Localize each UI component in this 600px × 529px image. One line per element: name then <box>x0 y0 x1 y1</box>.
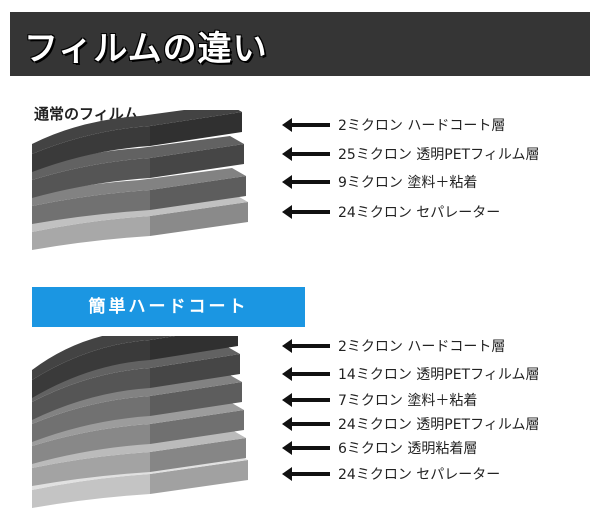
arrow-left-icon <box>282 367 330 381</box>
layer-label-text: 14ミクロン 透明PETフィルム層 <box>338 367 540 383</box>
section2-layer-diagram <box>32 336 248 508</box>
film-layer-front <box>32 474 150 508</box>
layer-label: 24ミクロン セパレーター <box>282 203 500 221</box>
film-layer-front <box>32 424 150 464</box>
film-layer-side <box>150 354 240 388</box>
film-layer <box>32 346 240 420</box>
layer-label: 7ミクロン 塗料＋粘着 <box>282 391 477 409</box>
film-layer-top <box>32 430 246 468</box>
layer-label: 24ミクロン セパレーター <box>282 465 500 483</box>
film-layer-side <box>150 336 238 360</box>
film-layer <box>32 168 246 224</box>
film-layer-front <box>32 368 150 420</box>
arrow-left-icon <box>282 467 330 481</box>
film-layer-side <box>150 202 248 236</box>
layer-label-text: 2ミクロン ハードコート層 <box>338 118 506 134</box>
film-layer-top <box>32 110 242 154</box>
arrow-left-icon <box>282 118 330 132</box>
layer-label-text: 6ミクロン 透明粘着層 <box>338 441 478 457</box>
film-layer <box>32 374 242 442</box>
layer-label-text: 9ミクロン 塗料＋粘着 <box>338 175 478 191</box>
film-layer-side <box>150 176 246 210</box>
film-layer-top <box>32 168 246 206</box>
arrow-left-icon <box>282 175 330 189</box>
layer-label: 2ミクロン ハードコート層 <box>282 337 505 355</box>
layer-label: 25ミクロン 透明PETフィルム層 <box>282 145 540 163</box>
film-layer-front <box>32 216 150 250</box>
film-layer-top <box>32 336 176 380</box>
arrow-left-icon <box>282 417 330 431</box>
film-layer-side <box>150 144 244 178</box>
film-layer-front <box>32 396 150 442</box>
film-layer-side <box>150 112 242 146</box>
arrow-left-icon <box>282 393 330 407</box>
film-layer <box>32 402 244 464</box>
film-layer-front <box>32 158 150 198</box>
section1-layer-diagram <box>32 110 248 250</box>
film-layer-top <box>32 402 244 446</box>
film-layer-front <box>32 126 150 172</box>
page-title: フィルムの違い <box>24 29 268 69</box>
layer-label: 24ミクロン 透明PETフィルム層 <box>282 415 540 433</box>
film-layer <box>32 136 244 198</box>
layer-label-text: 24ミクロン セパレーター <box>338 205 501 221</box>
layer-label-text: 2ミクロン ハードコート層 <box>338 339 506 355</box>
film-layer-side <box>150 410 244 444</box>
layer-label: 6ミクロン 透明粘着層 <box>282 439 477 457</box>
film-layer-side <box>150 382 242 416</box>
arrow-left-icon <box>282 441 330 455</box>
layer-label: 9ミクロン 塗料＋粘着 <box>282 173 477 191</box>
arrow-left-icon <box>282 205 330 219</box>
film-layer <box>32 110 242 172</box>
film-layer-top <box>32 346 240 402</box>
film-layer <box>32 336 238 398</box>
film-layer-front <box>32 452 150 486</box>
section1-title: 通常のフィルム <box>34 105 139 123</box>
film-layer-top <box>32 374 242 424</box>
layer-label-text: 24ミクロン セパレーター <box>338 467 501 483</box>
section2-title: 簡単ハードコート <box>32 287 305 327</box>
arrow-left-icon <box>282 339 330 353</box>
layer-label: 14ミクロン 透明PETフィルム層 <box>282 365 540 383</box>
film-layer <box>32 430 246 486</box>
layer-label-text: 25ミクロン 透明PETフィルム層 <box>338 147 540 163</box>
film-layer-side <box>150 438 246 472</box>
film-layer-front <box>32 190 150 224</box>
arrow-left-icon <box>282 147 330 161</box>
header-banner: フィルムの違い <box>10 12 590 76</box>
layer-label: 2ミクロン ハードコート層 <box>282 116 505 134</box>
layer-label-text: 24ミクロン 透明PETフィルム層 <box>338 417 540 433</box>
film-layer-front <box>32 340 150 398</box>
film-layer-top <box>32 136 244 180</box>
layer-label-text: 7ミクロン 塗料＋粘着 <box>338 393 478 409</box>
film-layer-side <box>150 460 248 494</box>
